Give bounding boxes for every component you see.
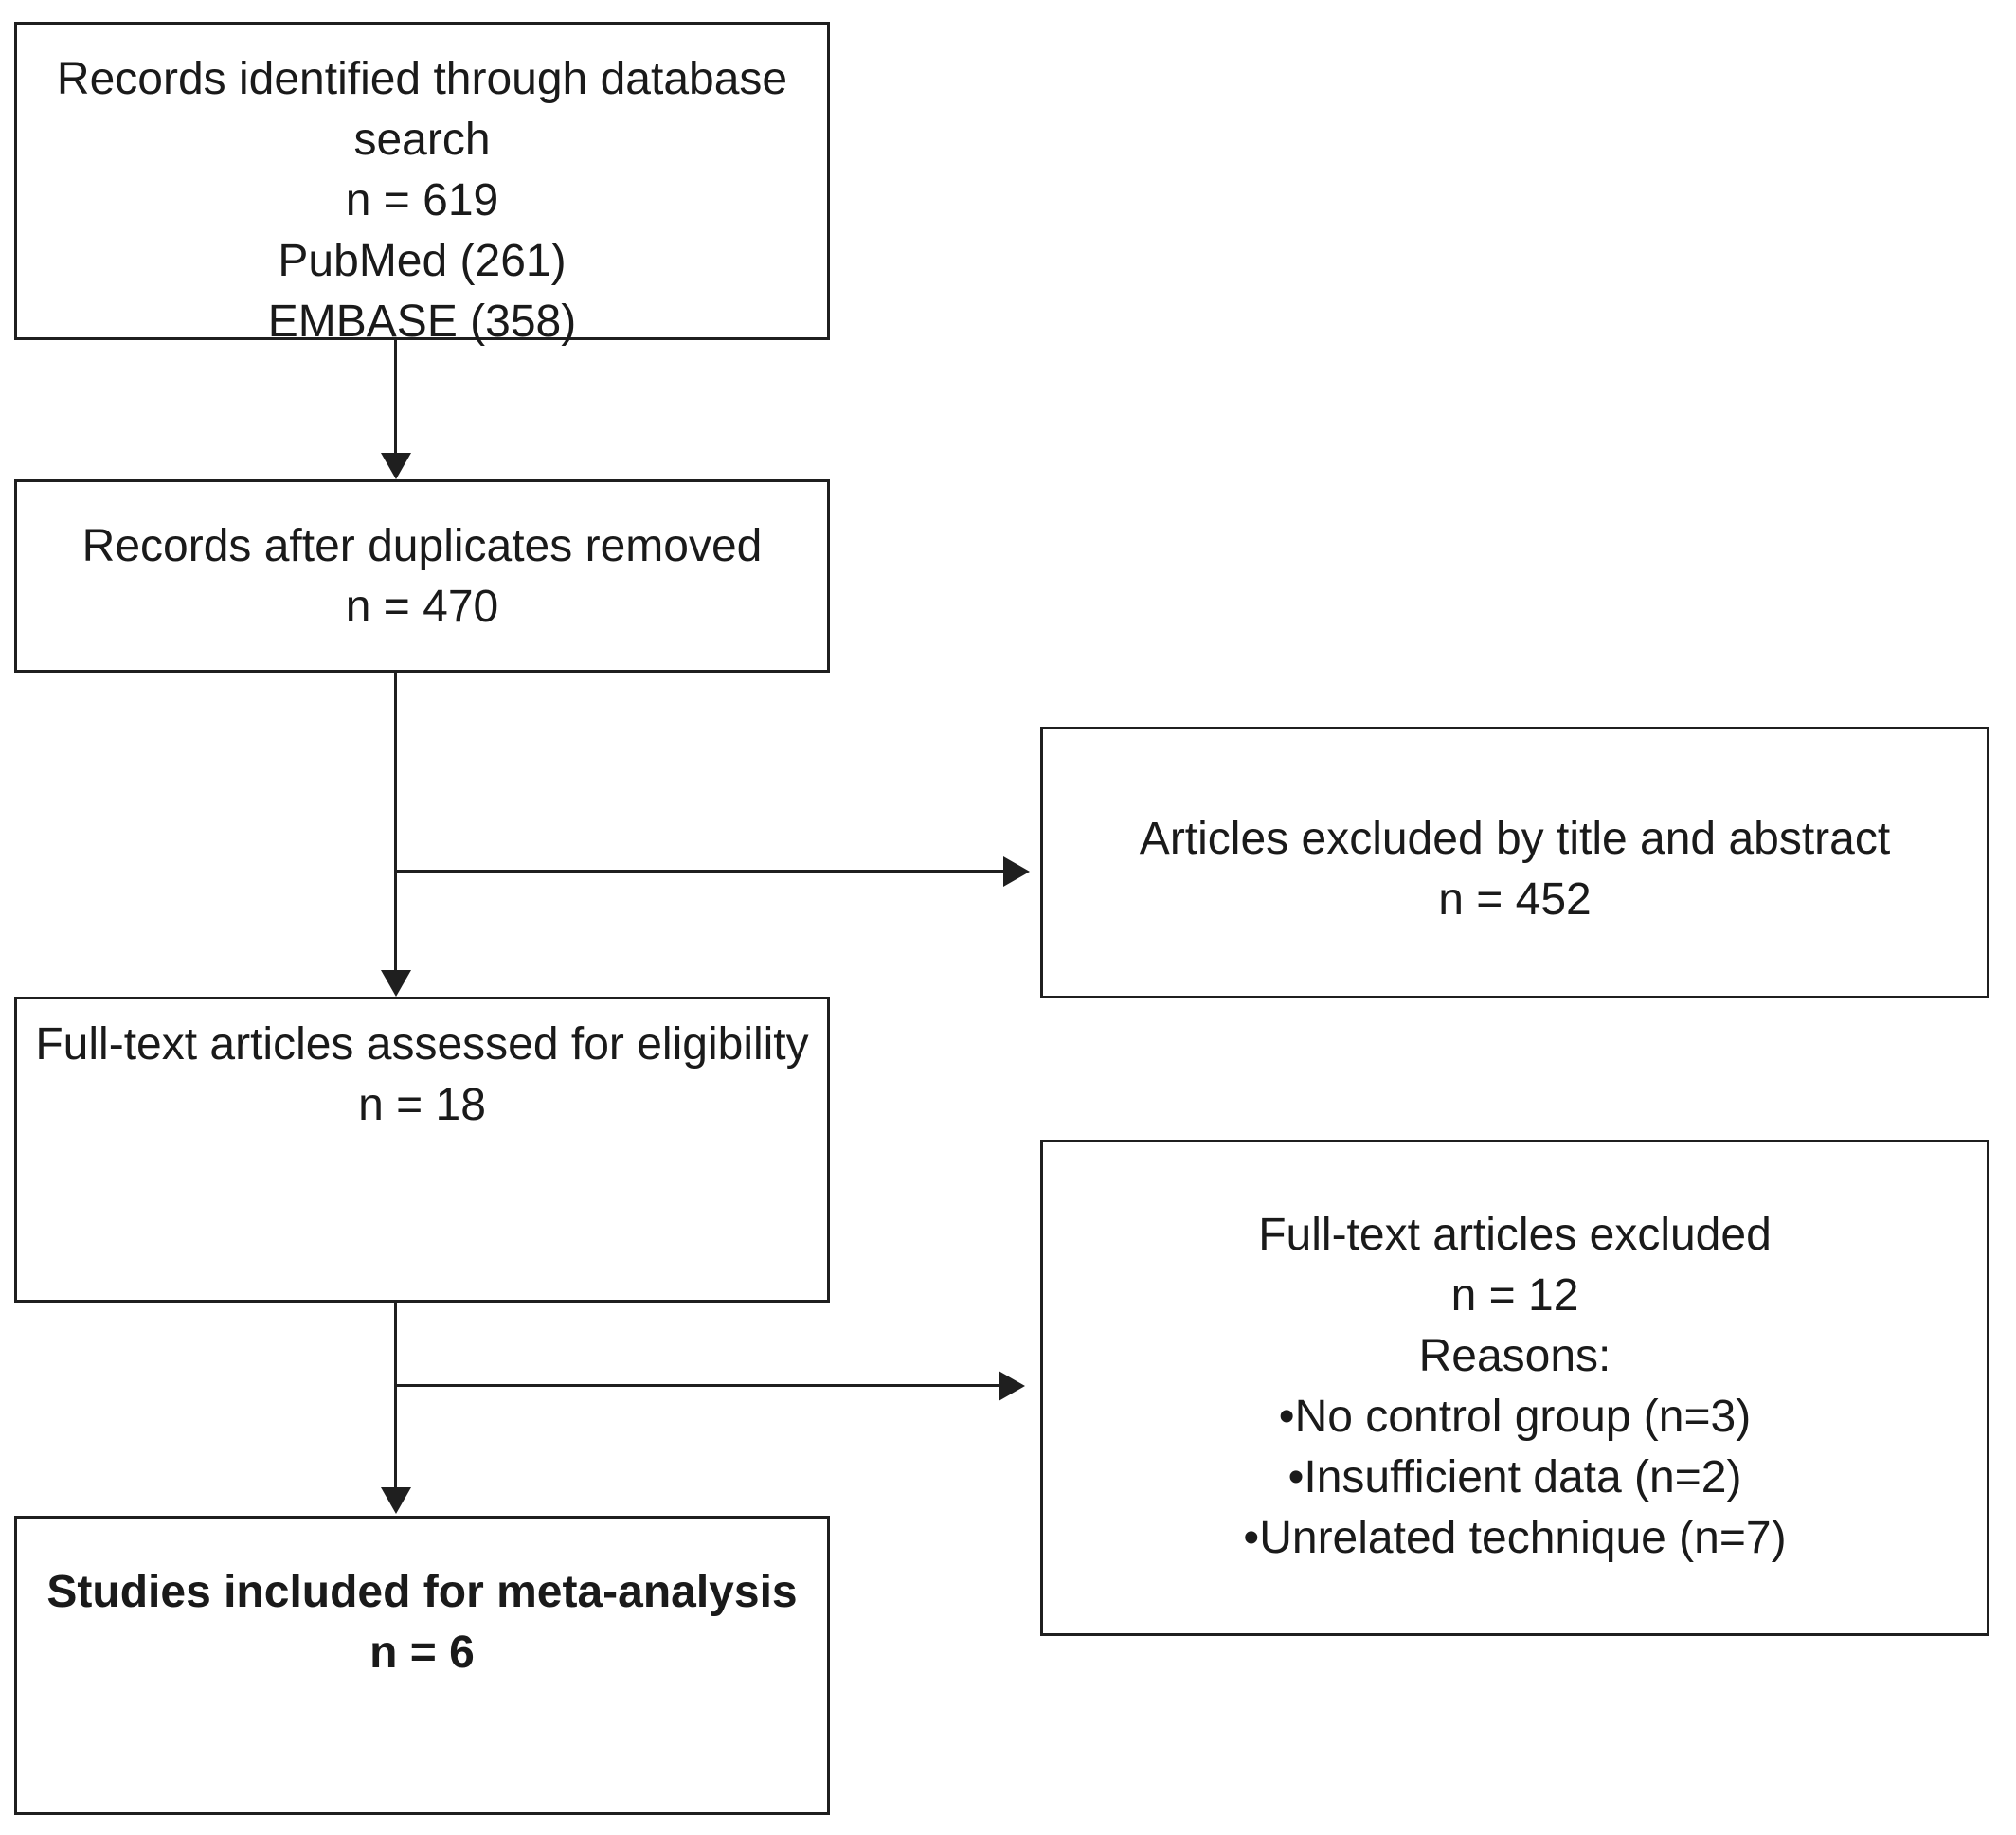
box-reason-item: •Unrelated technique (n=7)	[1243, 1513, 1787, 1563]
box-text: Full-text articles assessed for eligibil…	[35, 1019, 809, 1070]
box-fulltext-excluded: Full-text articles excluded n = 12 Reaso…	[1040, 1140, 1989, 1636]
arrowhead-down-icon	[381, 970, 411, 997]
box-text: Full-text articles excluded	[1258, 1210, 1772, 1260]
arrowhead-down-icon	[381, 1487, 411, 1514]
connector-line-branch-excluded-title	[396, 870, 1003, 873]
box-source-pubmed: PubMed (261)	[278, 236, 567, 286]
connector-line-branch-fulltext-excluded	[396, 1384, 999, 1387]
box-count: n = 619	[345, 175, 499, 225]
box-count: n = 470	[345, 582, 499, 632]
box-text: Articles excluded by title and abstract	[1139, 814, 1891, 864]
connector-line-fulltext-to-included	[394, 1303, 397, 1489]
box-count: n = 452	[1438, 874, 1592, 925]
box-fulltext-assessed: Full-text articles assessed for eligibil…	[14, 997, 830, 1303]
box-count: n = 12	[1450, 1270, 1579, 1321]
arrowhead-right-icon	[999, 1371, 1025, 1401]
arrowhead-down-icon	[381, 453, 411, 479]
box-excluded-title-abstract: Articles excluded by title and abstract …	[1040, 727, 1989, 998]
box-count: n = 18	[358, 1080, 486, 1130]
box-records-identified: Records identified through database sear…	[14, 22, 830, 347]
box-reason-item: •Insufficient data (n=2)	[1287, 1452, 1742, 1502]
box-text: search	[353, 115, 491, 165]
connector-line-identified-to-duplicates	[394, 340, 397, 456]
box-included-meta-analysis: Studies included for meta-analysis n = 6	[14, 1516, 830, 1815]
box-reasons-label: Reasons:	[1418, 1331, 1611, 1381]
box-text: Records after duplicates removed	[81, 521, 763, 571]
arrowhead-right-icon	[1003, 856, 1030, 887]
box-duplicates-removed: Records after duplicates removed n = 470	[14, 479, 830, 673]
box-source-embase: EMBASE (358)	[267, 297, 577, 347]
box-text: Records identified through database	[56, 54, 788, 104]
box-count: n = 6	[369, 1628, 475, 1678]
box-reason-item: •No control group (n=3)	[1278, 1392, 1752, 1442]
box-text: Studies included for meta-analysis	[46, 1567, 798, 1617]
connector-line-duplicates-to-fulltext	[394, 673, 397, 972]
